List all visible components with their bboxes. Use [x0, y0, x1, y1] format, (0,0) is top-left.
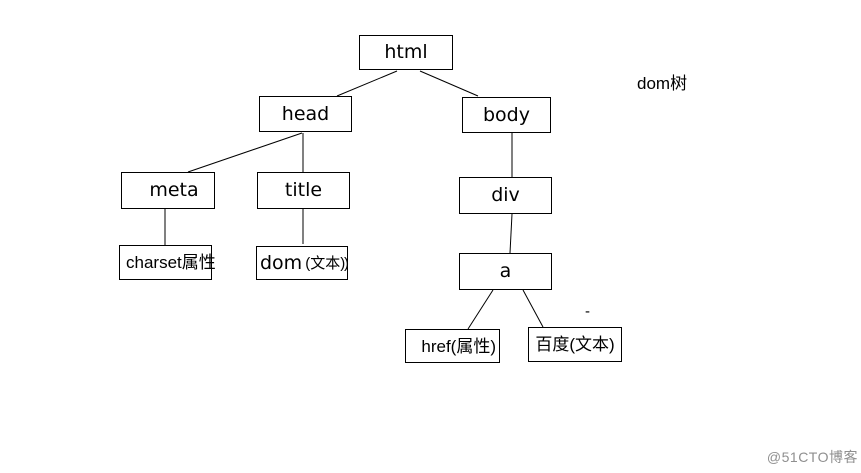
node-div: div: [459, 177, 552, 214]
node-baidu-text: 百度(文本): [528, 327, 622, 362]
node-dom-text: dom(文本): [256, 246, 348, 280]
dom-text-main: dom: [260, 251, 303, 274]
node-a: a: [459, 253, 552, 290]
node-title: title: [257, 172, 350, 209]
node-html: html: [359, 35, 453, 70]
dom-text-sub: (文本): [305, 254, 346, 272]
edge-a-href: [467, 289, 494, 330]
node-head: head: [259, 96, 352, 132]
node-charset-attribute: charset属性: [119, 245, 216, 280]
diagram-caption: dom树: [637, 74, 688, 93]
stray-paren-mark: ): [344, 255, 349, 272]
stray-dash-mark: -: [585, 303, 590, 320]
node-meta: meta: [121, 172, 215, 209]
edge-a-baidu: [522, 289, 544, 328]
edge-div-a: [509, 213, 513, 254]
node-href-attribute: href(属性): [405, 329, 500, 363]
edge-html-head: [336, 70, 398, 97]
node-body: body: [462, 97, 551, 133]
edge-html-body: [419, 70, 479, 97]
51cto-watermark: @51CTO博客: [766, 449, 858, 465]
edge-head-meta: [187, 132, 303, 173]
